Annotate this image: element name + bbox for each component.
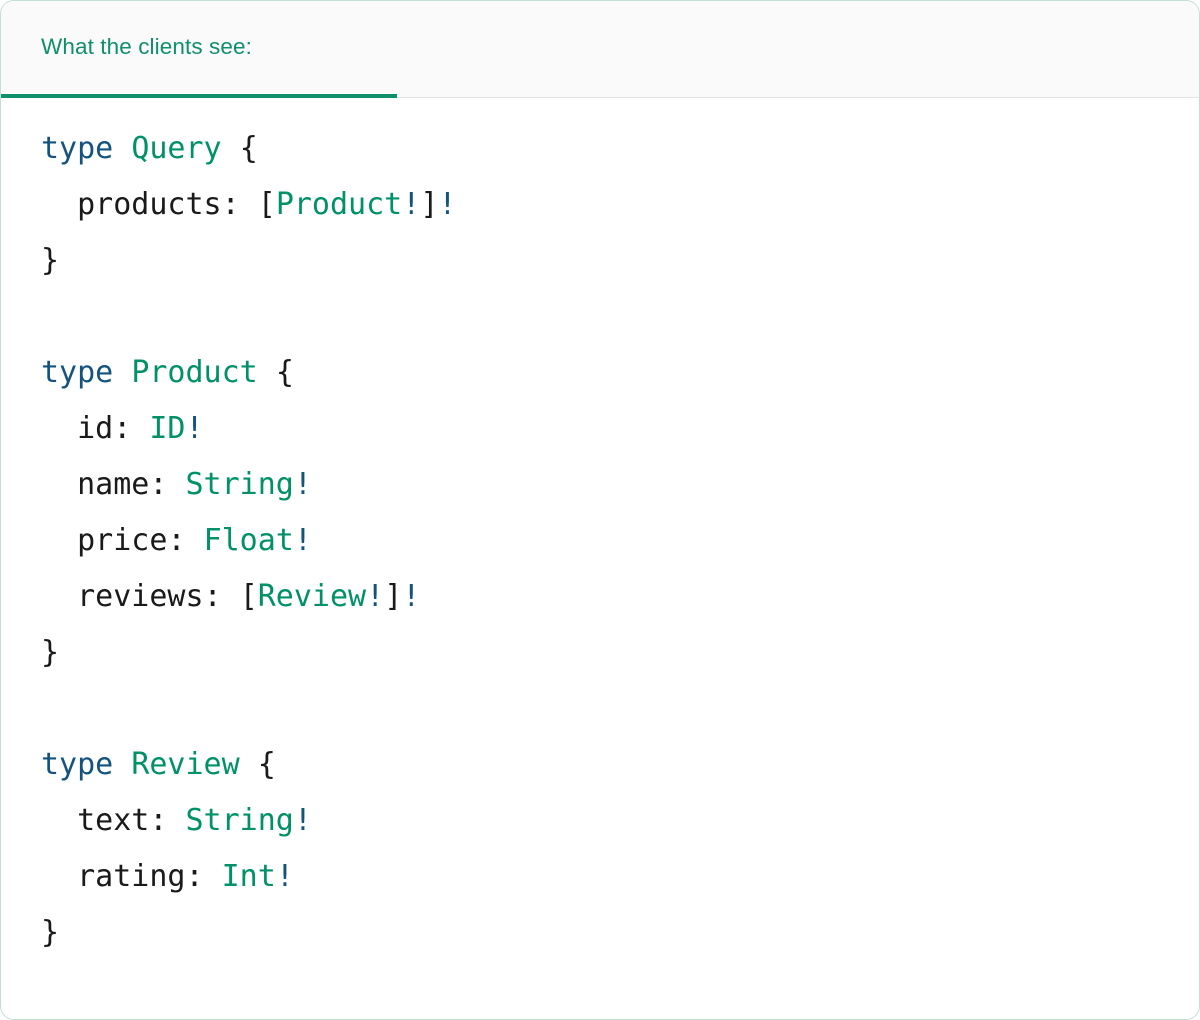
code-token-field: id	[41, 411, 114, 446]
code-token-plain	[113, 131, 131, 166]
code-token-plain	[222, 131, 240, 166]
code-token-kw: type	[41, 747, 114, 782]
code-line: price: Float!	[1, 513, 1199, 569]
code-line: }	[1, 233, 1199, 289]
code-token-punct: ]	[420, 187, 439, 222]
code-token-punct: }	[41, 635, 60, 670]
code-token-field: :	[113, 411, 150, 446]
code-token-type: Product	[275, 187, 403, 222]
code-token-punct: }	[41, 243, 60, 278]
code-line: id: ID!	[1, 401, 1199, 457]
code-token-type: Review	[257, 579, 367, 614]
code-token-plain	[258, 355, 276, 390]
code-token-plain	[113, 355, 131, 390]
code-token-field: :	[149, 467, 186, 502]
code-token-type: Float	[203, 523, 294, 558]
code-token-type: Review	[131, 747, 240, 782]
code-token-field: text	[41, 803, 150, 838]
tab-label: What the clients see:	[41, 34, 252, 60]
code-token-bang: !	[293, 803, 312, 838]
code-token-bang: !	[275, 859, 294, 894]
code-line: }	[1, 625, 1199, 681]
code-line: reviews: [Review!]!	[1, 569, 1199, 625]
code-token-type: String	[185, 467, 294, 502]
code-token-field: name	[41, 467, 150, 502]
code-root: type Query { products: [Product!]!} type…	[1, 121, 1199, 961]
code-token-plain	[113, 747, 131, 782]
code-token-type: Product	[131, 355, 258, 390]
code-token-bang: !	[366, 579, 385, 614]
code-token-field: :	[185, 859, 222, 894]
code-token-field: :	[203, 579, 240, 614]
code-body: type Query { products: [Product!]!} type…	[1, 98, 1199, 1019]
tab-strip: What the clients see:	[1, 1, 1199, 98]
code-token-bang: !	[438, 187, 457, 222]
code-line: products: [Product!]!	[1, 177, 1199, 233]
code-line: }	[1, 905, 1199, 961]
code-token-punct: [	[239, 579, 258, 614]
code-token-punct: {	[239, 131, 258, 166]
code-token-field: :	[149, 803, 186, 838]
code-line: type Product {	[1, 345, 1199, 401]
code-token-field: :	[221, 187, 258, 222]
code-line: text: String!	[1, 793, 1199, 849]
code-token-bang: !	[402, 579, 421, 614]
code-line: name: String!	[1, 457, 1199, 513]
code-token-bang: !	[293, 467, 312, 502]
code-line: rating: Int!	[1, 849, 1199, 905]
code-token-punct: {	[257, 747, 276, 782]
code-token-type: Int	[221, 859, 276, 894]
code-token-type: Query	[131, 131, 222, 166]
graphql-schema-code: type Query { products: [Product!]!} type…	[1, 98, 1199, 961]
code-token-punct: }	[41, 915, 60, 950]
code-token-bang: !	[185, 411, 204, 446]
code-token-field: :	[167, 523, 204, 558]
code-token-type: String	[185, 803, 294, 838]
code-line	[1, 289, 1199, 345]
tab-what-the-clients-see[interactable]: What the clients see:	[1, 1, 397, 98]
code-line: type Query {	[1, 121, 1199, 177]
code-token-type: ID	[149, 411, 186, 446]
code-token-field: rating	[41, 859, 186, 894]
code-token-kw: type	[41, 355, 114, 390]
code-token-field: price	[41, 523, 168, 558]
code-token-bang: !	[293, 523, 312, 558]
code-token-field: reviews	[41, 579, 204, 614]
code-token-plain	[240, 747, 258, 782]
code-token-punct: {	[275, 355, 294, 390]
code-token-kw: type	[41, 131, 114, 166]
code-line: type Review {	[1, 737, 1199, 793]
code-line	[1, 681, 1199, 737]
code-token-punct: [	[257, 187, 276, 222]
code-token-bang: !	[402, 187, 421, 222]
code-token-field: products	[41, 187, 222, 222]
code-token-punct: ]	[384, 579, 403, 614]
